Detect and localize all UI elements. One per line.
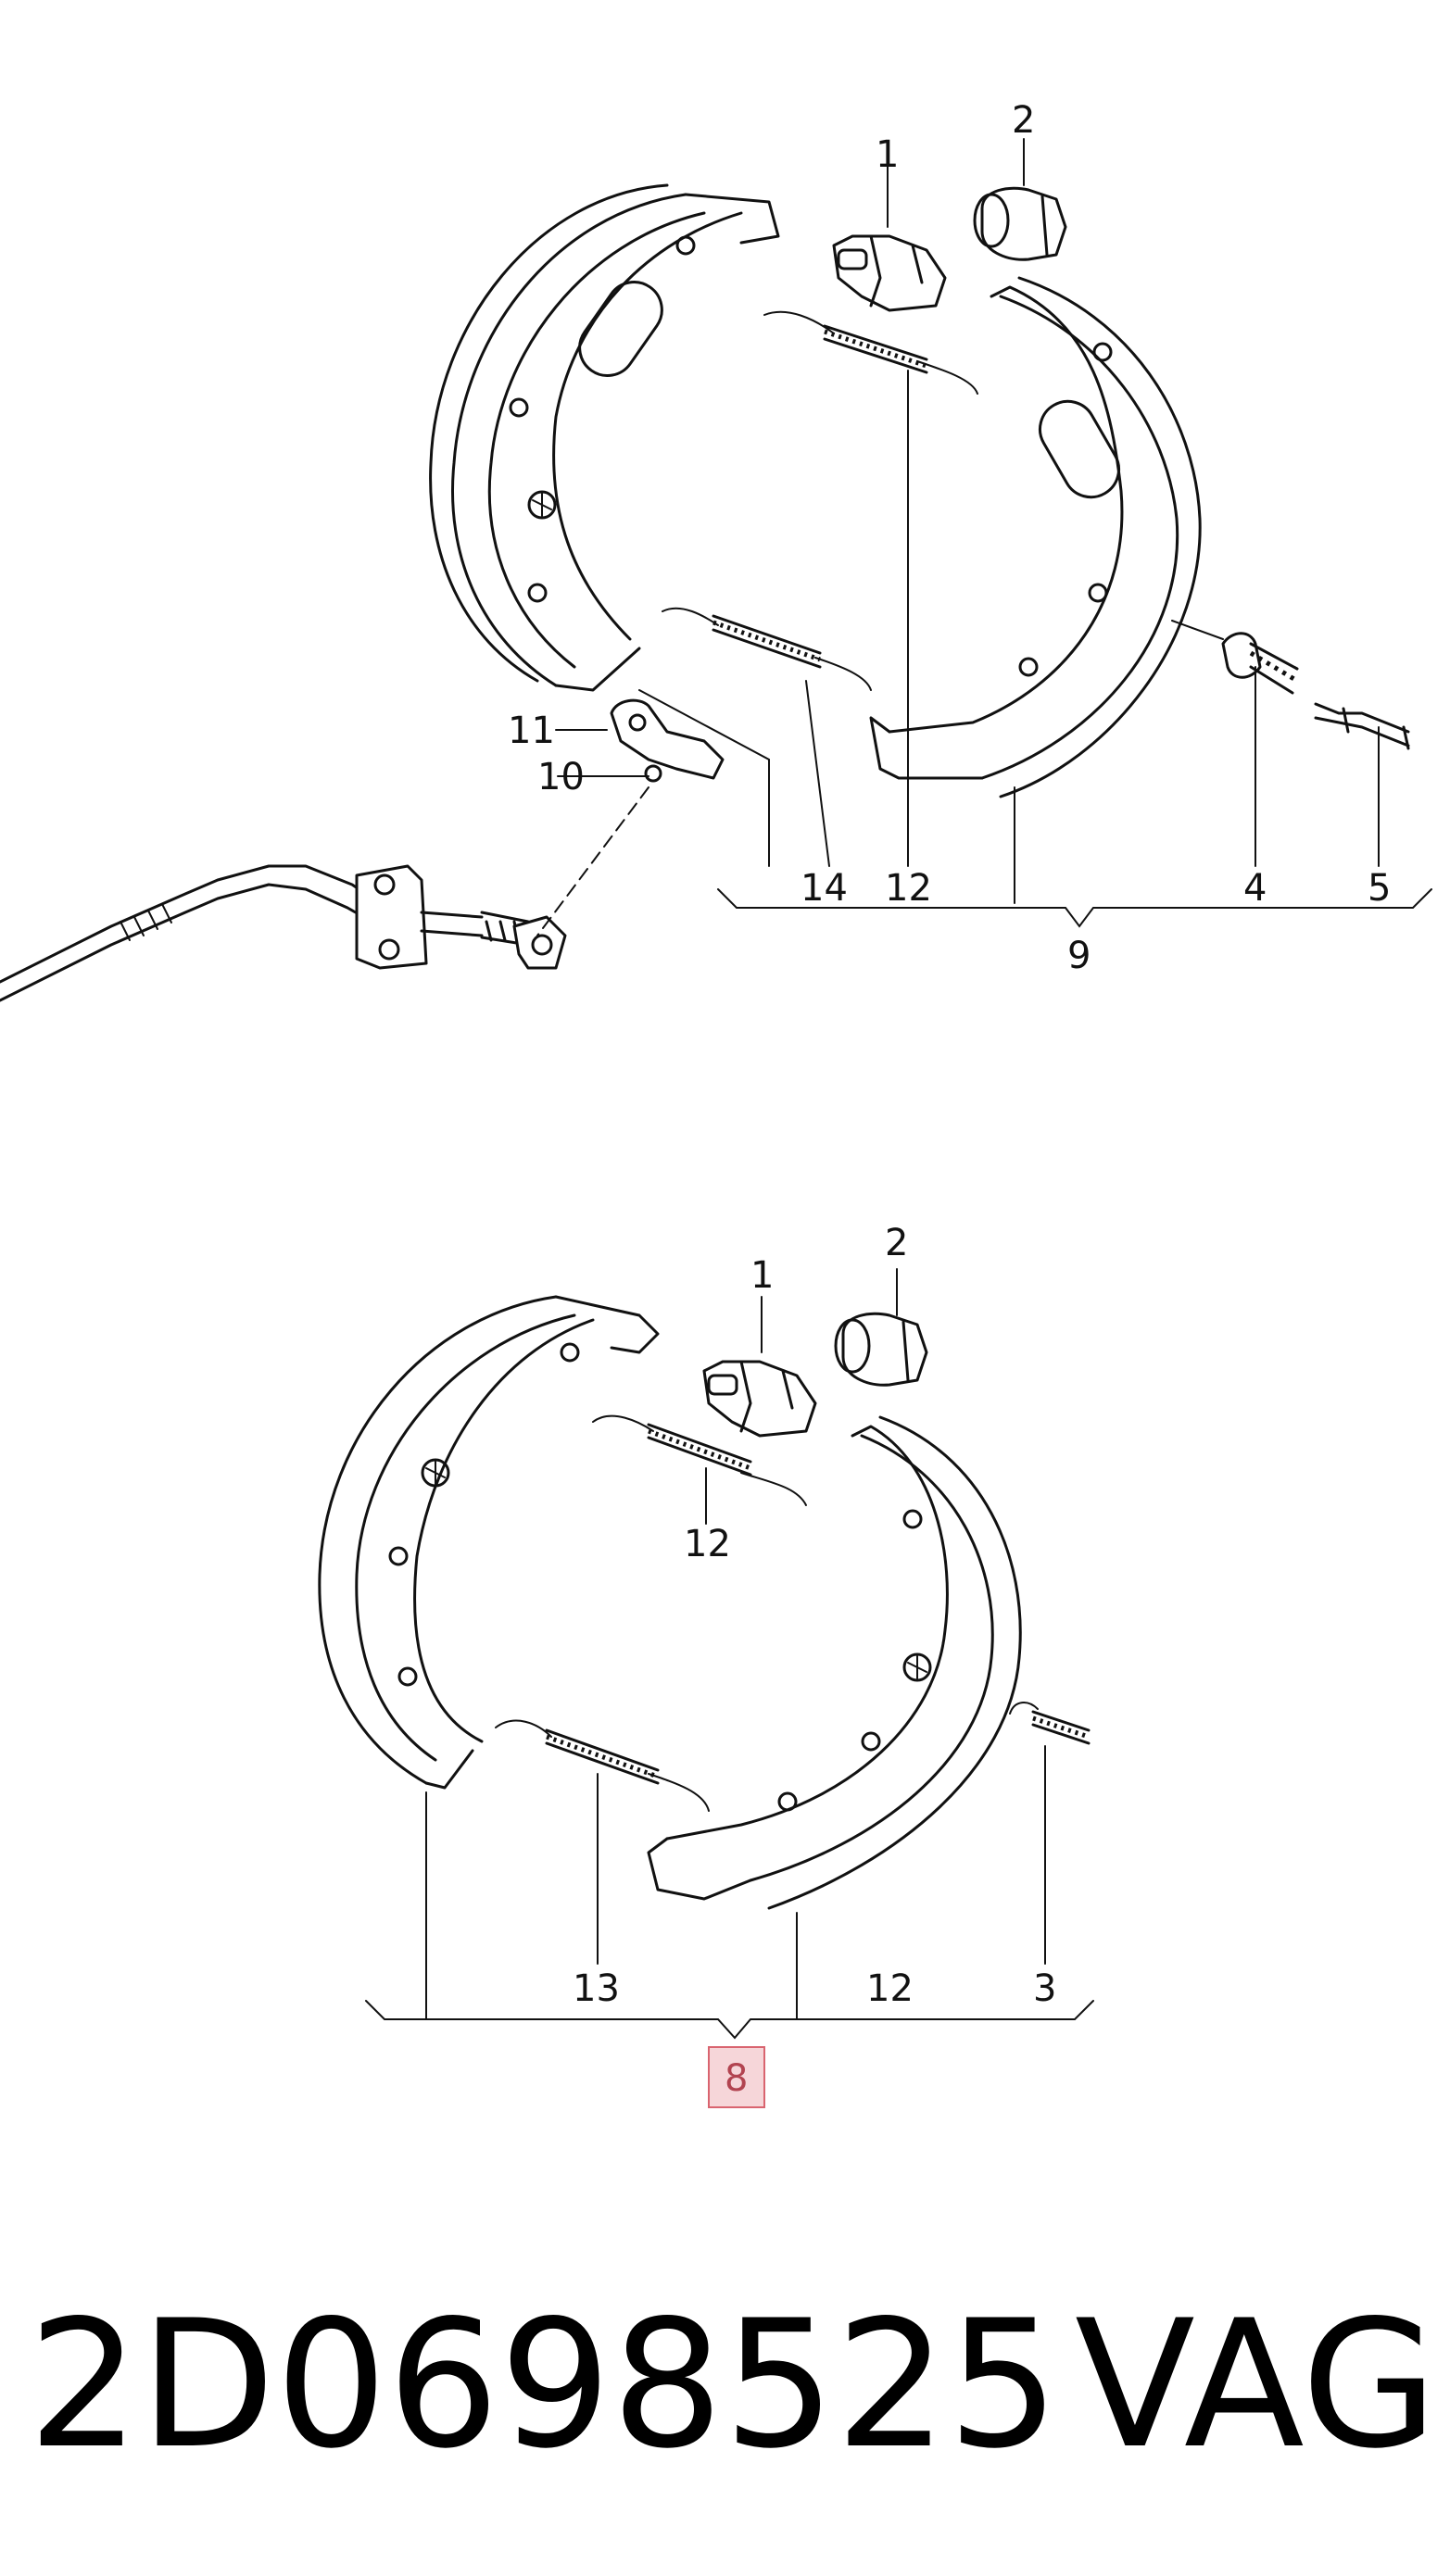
footer: 2D0698525 VAG: [28, 2282, 1438, 2487]
callout-13-bottom: 13: [573, 1967, 620, 2010]
lever-top: [610, 698, 725, 783]
callout-2-bottom: 2: [885, 1222, 908, 1264]
right-brake-shoe-bottom: [647, 1415, 1022, 1910]
callout-3-bottom: 3: [1033, 1967, 1056, 2010]
part-number: 2D0698525: [28, 2282, 1059, 2487]
callout-12a-bottom: 12: [684, 1523, 731, 1565]
callout-12-top: 12: [885, 867, 932, 910]
callout-12b-bottom: 12: [866, 1967, 914, 2010]
callout-8-label: 8: [725, 2057, 748, 2100]
group-bracket-9: [717, 888, 1432, 928]
callout-8-box: [708, 2046, 765, 2108]
sleeve-top: [973, 186, 1067, 261]
adjuster-top: [832, 234, 947, 312]
callouts-top: 1 2 11 10 14 12 4 5 9: [508, 99, 1391, 977]
callout-2-top: 2: [1012, 99, 1035, 142]
adjuster-bottom: [702, 1360, 817, 1438]
callout-9-top: 9: [1067, 935, 1091, 977]
sleeve-bottom: [834, 1312, 928, 1387]
upper-spring-top: [763, 310, 978, 395]
lower-spring-bottom: [495, 1719, 710, 1812]
hold-down-pin-top: [1314, 702, 1410, 750]
callout-1-bottom: 1: [750, 1254, 774, 1297]
callout-1-top: 1: [876, 133, 899, 176]
hold-down-spring-top: [1171, 620, 1299, 695]
leader-lines-bottom: [425, 1268, 1046, 2020]
callout-4-top: 4: [1243, 867, 1267, 910]
callout-8-highlight[interactable]: 8: [708, 2046, 765, 2108]
left-brake-shoe-top: [429, 183, 780, 692]
right-brake-shoe-top: [869, 276, 1202, 798]
leader-lines-top: [536, 138, 1380, 936]
callout-14-top: 14: [801, 867, 848, 910]
parking-brake-cable: [0, 864, 567, 1002]
group-bracket-8: [365, 2000, 1094, 2040]
top-assembly: [0, 138, 1432, 1002]
bottom-assembly: [318, 1268, 1094, 2040]
left-brake-shoe-bottom: [318, 1295, 660, 1790]
upper-spring-bottom: [592, 1414, 807, 1506]
lower-spring-top: [662, 607, 872, 691]
callout-10-top: 10: [537, 756, 585, 798]
callout-5-top: 5: [1368, 867, 1391, 910]
brand-name: VAG: [1075, 2282, 1438, 2487]
small-spring-bottom: [1009, 1702, 1091, 1745]
callout-11-top: 11: [508, 710, 555, 752]
callouts-bottom: 1 2 12 13 12 3 8: [573, 1222, 1056, 2108]
